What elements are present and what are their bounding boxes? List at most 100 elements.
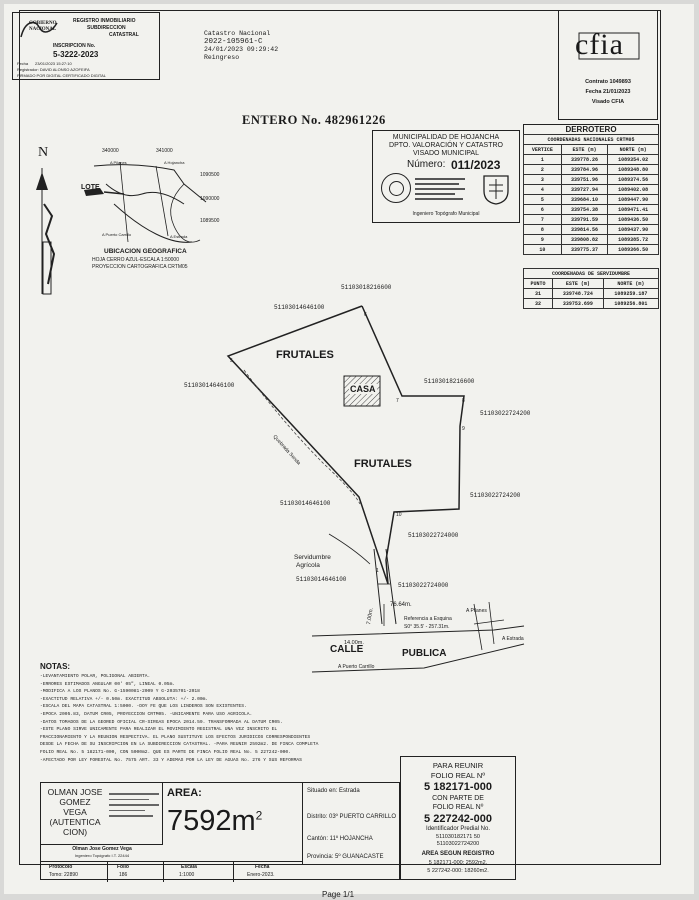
cell: 32 xyxy=(522,298,554,309)
casa-label: CASA xyxy=(349,384,377,394)
fecha-value: Enero-2023. xyxy=(247,872,275,878)
reunir-line: AREA SEGUN REGISTRO xyxy=(421,851,495,857)
registry-registrar: Registrador: DAVID ALONSO AZOFEIFA xyxy=(17,67,90,72)
municipal-seal xyxy=(381,173,411,203)
notes-title: NOTAS: xyxy=(40,662,71,671)
servidumbre-label: Servidumbre xyxy=(294,554,331,561)
reunir-line: PARA REUNIR xyxy=(432,761,484,770)
surveyor-title: Ingeniero Topógrafo I.T. 22444 xyxy=(74,853,130,858)
servidumbre-line xyxy=(328,533,371,565)
catastro-line2: 2022-105961-C xyxy=(204,38,263,46)
vertex-label: 9 xyxy=(462,426,465,432)
parcel-id: 51103014646100 xyxy=(296,576,347,583)
signature-line: (AUTENTICA xyxy=(49,817,101,827)
street-bottom-edge xyxy=(311,643,525,673)
parcel-id: 51103014646100 xyxy=(280,500,331,507)
municipal-numero: 011/2023 xyxy=(451,158,501,172)
municipal-line2: DPTO. VALORACIÓN Y CATASTRO xyxy=(389,142,503,149)
location-situado: Situado en: Estrada xyxy=(307,788,360,794)
ref-label-2: S0° 35.5' - 257.31m. xyxy=(404,624,450,630)
tick-right: 1090500 xyxy=(200,172,220,178)
location-map-drawing xyxy=(36,161,207,295)
servidumbre-table: COORDENADAS DE SERVIDUMBRE PUNTO ESTE (m… xyxy=(522,268,660,309)
north-arrow-icon xyxy=(36,172,48,190)
note-line: -EPOCA 2005.83, DATUM CR05, PROYECCION C… xyxy=(40,711,253,717)
derrotero-title: DERROTERO xyxy=(523,124,659,134)
vertex-label: 1 xyxy=(376,568,379,574)
page-number: Page 1/1 xyxy=(322,890,355,899)
frutales-label-2: FRUTALES xyxy=(354,458,412,470)
signature-line: OLMAN JOSE xyxy=(47,787,103,797)
reunir-line: FOLIO REAL Nº xyxy=(430,771,486,780)
reunir-folio-2: 5 227242-000 xyxy=(424,813,492,825)
registry-signed: FIRMADO POR DIGITAL CERTIFICADO DIGITAL xyxy=(17,73,106,78)
footer-row: Protocolo Tomo: 22890 Folio 186 Escala 1… xyxy=(41,861,303,882)
parcel-id: 51103014646100 xyxy=(184,382,235,389)
note-line: DESDE LA FECHA DE SU INSCRIPCION EN LA S… xyxy=(40,742,319,748)
gov-logo: GOBIERNO NACIONAL xyxy=(17,17,61,43)
place-label: A Puerto Carrillo xyxy=(102,232,132,237)
fecha-label: Fecha xyxy=(255,864,270,870)
location-cell: Situado en: Estrada Distrito: 03º PUERTO… xyxy=(307,787,401,861)
registry-fecha-label: Fecha xyxy=(17,61,29,66)
location-map: N LOTE 340000 341000 1090500 1090000 108… xyxy=(24,144,234,304)
municipal-crest-icon xyxy=(481,173,511,205)
folio-value: 186 xyxy=(119,872,128,878)
tick-right: 1090000 xyxy=(200,196,220,202)
municipal-text-block xyxy=(415,175,471,203)
map-line2: PROYECCION CARTOGRAFICA CRTM05 xyxy=(92,264,188,270)
signature-line: VEGA xyxy=(63,807,87,817)
agricola-label: Agrícola xyxy=(296,562,320,569)
area-unit-sup: 2 xyxy=(255,808,263,823)
registry-fecha: 23/01/2023 15:27:10 xyxy=(35,61,72,66)
note-line: FRACCIONAMIENTO Y LA REUNION RESPECTIVA.… xyxy=(40,734,311,740)
vertex-label: 6 xyxy=(364,312,367,318)
catastro-stamp: Catastro Nacional 2022-105961-C 24/01/20… xyxy=(204,30,278,62)
surveyor-name: Olman Jose Gomez Vega xyxy=(72,846,132,852)
reunir-line: FOLIO REAL Nº xyxy=(432,804,484,811)
note-line: -ESCALA DEL MAPA CATASTRAL 1:5000. -DOY … xyxy=(40,704,247,710)
reunir-line: Identificador Predial No. xyxy=(425,826,491,832)
cfia-stamp: cfia Contrato 1049893 Fecha 21/01/2023 V… xyxy=(558,10,658,120)
municipal-line3: VISADO MUNICIPAL xyxy=(413,150,479,157)
parcel-id: 51103022724000 xyxy=(408,532,459,539)
reunir-line: 51103022724200 xyxy=(436,841,480,847)
vertex-label: 10 xyxy=(396,512,402,518)
note-line: -ERRORES ESTIMADOS ANGULAR 00' 05", LINE… xyxy=(40,681,176,687)
registry-title: REGISTRO INMOBILIARIO xyxy=(73,18,136,24)
servidumbre-block: COORDENADAS DE SERVIDUMBRE PUNTO ESTE (m… xyxy=(522,268,660,309)
reunir-line: 511030182171 50 xyxy=(436,834,480,840)
area-cell: AREA: 7592m2 xyxy=(163,783,303,865)
place-label: A Estrada xyxy=(170,234,188,239)
street-label-2: PUBLICA xyxy=(402,648,447,659)
plan-sheet: GOBIERNO NACIONAL REGISTRO INMOBILIARIO … xyxy=(4,4,694,899)
lote-label: LOTE xyxy=(81,184,100,191)
folio-label: Folio xyxy=(117,864,129,870)
municipal-line1: MUNICIPALIDAD DE HOJANCHA xyxy=(392,134,500,141)
cell: 1089256.801 xyxy=(602,298,660,309)
area-number: 7592m xyxy=(167,805,256,837)
municipal-stamp: MUNICIPALIDAD DE HOJANCHA DPTO. VALORACI… xyxy=(372,130,520,223)
direction-label: A Puerto Carrillo xyxy=(338,664,375,670)
street-top-edge xyxy=(311,625,525,637)
place-label: A Pilanes xyxy=(110,160,127,165)
escala-value: 1:1000 xyxy=(179,872,195,878)
cell: 339775.37 xyxy=(560,244,609,255)
catastro-line1: Catastro Nacional xyxy=(204,30,271,37)
reunir-line: 5 182171-000: 2592m2. xyxy=(428,860,488,866)
tick-top: 340000 xyxy=(102,148,119,154)
reunir-line: CON PARTE DE xyxy=(432,795,484,802)
location-distrito: Distrito: 03º PUERTO CARRILLO xyxy=(307,814,396,820)
area-value: 7592m2 xyxy=(167,805,262,838)
parcel-id: 51103014646100 xyxy=(274,304,325,311)
location-provincia: Provincia: 5º GUANACASTE xyxy=(307,854,384,860)
surveyor-signature: OLMAN JOSE GOMEZ VEGA (AUTENTICA CION) xyxy=(45,787,105,837)
reunir-block: PARA REUNIR FOLIO REAL Nº 5 182171-000 C… xyxy=(400,756,516,880)
vertex-label: 8 xyxy=(462,398,465,404)
location-canton: Cantón: 11º HOJANCHA xyxy=(307,836,373,842)
municipal-numero-label: Número: xyxy=(407,159,446,170)
cfia-logo: cfia xyxy=(569,25,649,65)
protocolo-label: Protocolo xyxy=(49,864,73,870)
